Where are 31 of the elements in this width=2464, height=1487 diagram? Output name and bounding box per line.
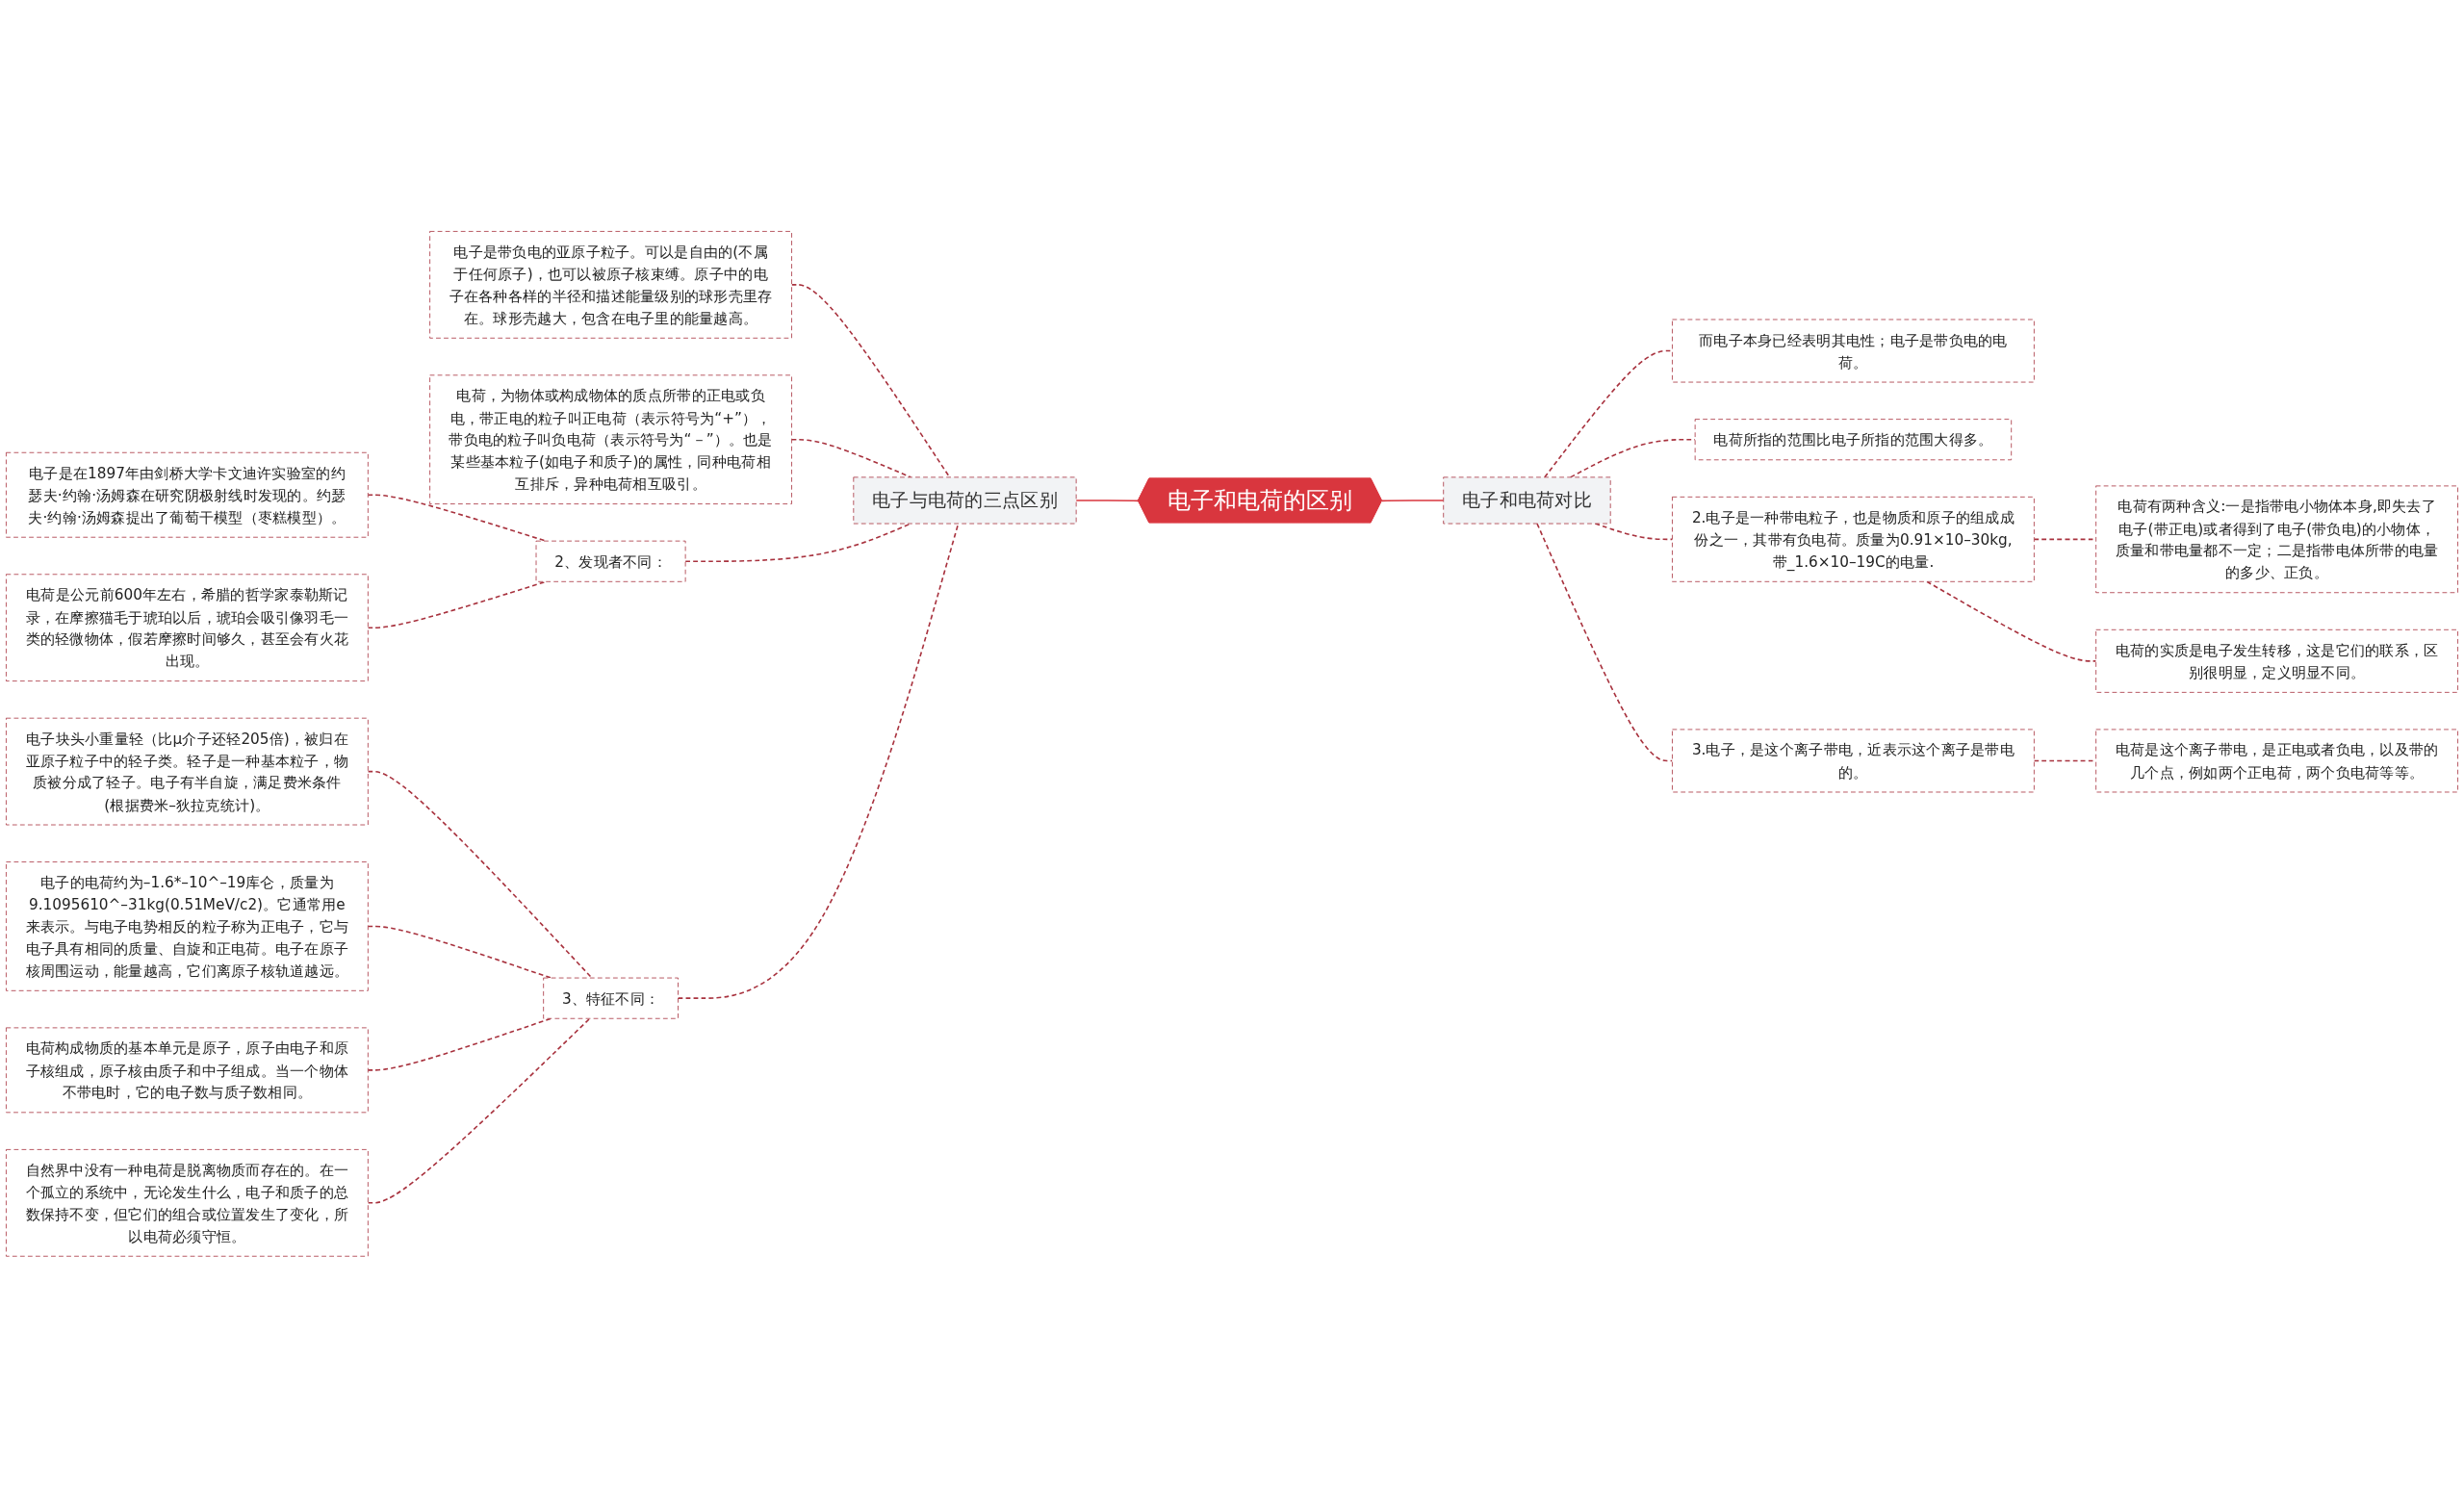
connector bbox=[1594, 522, 1674, 540]
connector bbox=[1381, 499, 1445, 501]
node-box: 电子的电荷约为–1.6*–10^–19库仑，质量为9.1095610^–31kg(0.51MeV/c2)。它通常用e来表示。与电子电势相反的粒子称为正电子，它与电子具有相同的质量、自旋和正电荷。电子在原子核周围运动，能量越高，它们离原子核轨道越远。 bbox=[6, 860, 369, 991]
node-box: 自然界中没有一种电荷是脱离物质而存在的。在一个孤立的系统中，无论发生什么，电子和质子的总数保持不变，但它们的组合或位置发生了变化，所以电荷必须守恒。 bbox=[6, 1148, 369, 1257]
connector bbox=[367, 580, 548, 628]
node-box: 而电子本身已经表明其电性；电子是带负电的电荷。 bbox=[1672, 319, 2035, 383]
node-box: 2、发现者不同： bbox=[535, 540, 686, 582]
node-box: 电荷的实质是电子发生转移，这是它们的联系，区别很明显，定义明显不同。 bbox=[2095, 628, 2458, 693]
connector bbox=[1926, 580, 2097, 662]
node-box: 电子和电荷对比 bbox=[1443, 476, 1611, 525]
node-box: 3、特征不同： bbox=[543, 977, 679, 1019]
node-box: 电荷构成物质的基本单元是原子，原子由电子和原子核组成，原子核由质子和中子组成。当一个物体不带电时，它的电子数与质子数相同。 bbox=[6, 1027, 369, 1113]
connector bbox=[1536, 522, 1674, 761]
node-box: 电子是在1897年由剑桥大学卡文迪许实验室的约瑟夫·约翰·汤姆森在研究阴极射线时发现的。约瑟夫·约翰·汤姆森提出了葡萄干模型（枣糕模型）。 bbox=[6, 451, 369, 538]
node-box: 电荷所指的范围比电子所指的范围大得多。 bbox=[1694, 418, 2013, 460]
node-box: 2.电子是一种带电粒子，也是物质和原子的组成成份之一，其带有负电荷。质量为0.91×10–30kg,带_1.6×10–19C的电量. bbox=[1672, 496, 2035, 582]
connector bbox=[367, 770, 593, 979]
connector bbox=[677, 522, 960, 999]
node-box: 电荷是这个离子带电，是正电或者负电，以及带的几个点，例如两个正电荷，两个负电荷等等。 bbox=[2095, 729, 2458, 793]
connector bbox=[790, 283, 951, 478]
node-box: 电子与电荷的三点区别 bbox=[853, 476, 1077, 525]
node-box: 电荷有两种含义:一是指带电小物体本身,即失去了电子(带正电)或者得到了电子(带负电)的小物体，质量和带电量都不一定；二是指带电体所带的电量的多少、正负。 bbox=[2095, 485, 2458, 593]
node-box: 3.电子，是这个离子带电，近表示这个离子是带电的。 bbox=[1672, 729, 2035, 793]
node-box: 电子块头小重量轻（比μ介子还轻205倍)，被归在亚原子粒子中的轻子类。轻子是一种基本粒子，物质被分成了轻子。电子有半自旋，满足费米条件(根据费米–狄拉克统计)。 bbox=[6, 717, 369, 826]
connector bbox=[367, 1017, 591, 1204]
node-box: 电荷，为物体或构成物体的质点所带的正电或负电，带正电的粒子叫正电荷（表示符号为“+”），带负电的粒子叫负电荷（表示符号为“－”）。也是某些基本粒子(如电子和质子)的属性，同种电荷相互排斥，异种电荷相互吸引。 bbox=[429, 374, 792, 504]
connector bbox=[367, 1017, 552, 1071]
connector bbox=[684, 522, 911, 562]
connector bbox=[1075, 499, 1140, 501]
node-box: 电荷是公元前600年左右，希腊的哲学家泰勒斯记录，在摩擦猫毛于琥珀以后，琥珀会吸引像羽毛一类的轻微物体，假若摩擦时间够久，甚至会有火花出现。 bbox=[6, 574, 369, 681]
node-box: 电子是带负电的亚原子粒子。可以是自由的(不属于任何原子)，也可以被原子核束缚。原子中的电子在各种各样的半径和描述能量级别的球形壳里存在。球形壳越大，包含在电子里的能量越高。 bbox=[429, 230, 792, 339]
